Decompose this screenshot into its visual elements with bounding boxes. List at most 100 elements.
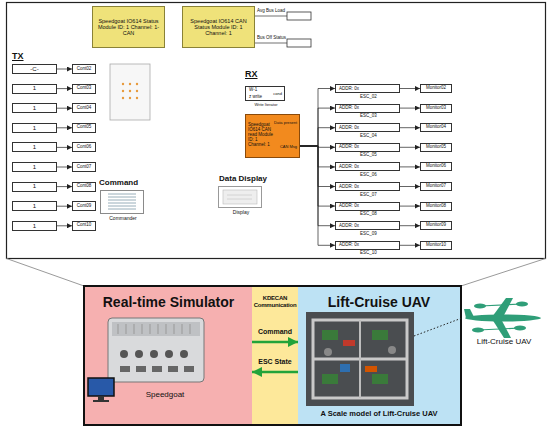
block-label: 1 [33, 144, 36, 151]
block-label: Monitor10 [426, 243, 446, 248]
write-iterator-block: W-1z writecondWrite Iterator [245, 86, 285, 101]
signal-line [400, 147, 420, 148]
block-label: 1 [33, 125, 36, 132]
caption-label: Lift-Cruise UAV [462, 338, 546, 347]
constant-block: 1 [12, 103, 57, 113]
signal-line [400, 166, 420, 167]
port-label: Bus Off Status [257, 36, 286, 41]
panel-title: Real-time Simulator [85, 295, 252, 310]
esc-decode-block: ADDR: 0xESC_10 [335, 241, 400, 250]
model-frame [7, 3, 546, 259]
esc-decode-block: ADDR: 0xESC_05 [335, 143, 400, 152]
block-label: ESC_08 [336, 212, 401, 217]
display-box [287, 12, 311, 20]
esc-decode-block: ADDR: 0xESC_06 [335, 162, 400, 171]
block-label: Speedgoat IO614 CAN read Module ID: 1 Ch… [248, 123, 275, 148]
communication-band: KDECAN Communication [252, 287, 298, 424]
block-label: Data Display [219, 175, 267, 184]
block-label: ESC_04 [336, 134, 401, 139]
block-label: Monitor07 [426, 184, 446, 189]
block-label: Commander [101, 216, 145, 222]
block-label: Monitor06 [426, 164, 446, 169]
display-icon [223, 190, 257, 204]
signal-line [400, 206, 420, 207]
signal-line [57, 108, 72, 109]
goto-block: Cont09 [72, 201, 96, 211]
block-label: ADDR: 0x [339, 126, 359, 131]
goto-block: Cont02 [72, 64, 96, 74]
goto-block: Cont08 [72, 182, 96, 192]
block-label: 1 [33, 85, 36, 92]
block-label: Cont06 [77, 145, 92, 150]
block-label: Speedgoat IO614 Status Module ID: 1 Chan… [95, 18, 162, 36]
goto-block: Cont04 [72, 103, 96, 113]
section-label: RX [245, 70, 258, 80]
simulator-panel: Real-time SimulatorSpeedgoat [85, 287, 252, 424]
display-block: Data DisplayDisplay [218, 186, 262, 208]
signal-line [400, 186, 420, 187]
goto-block: Cont10 [72, 221, 96, 231]
block-label: -C- [30, 66, 38, 73]
uav-panel: Lift-Cruise UAV A Scale model of Lift-Cru… [298, 287, 460, 424]
signal-line [400, 225, 420, 226]
zoom-line [461, 259, 546, 287]
section-label: TX [12, 52, 24, 62]
block-label: CAN Msg [280, 145, 297, 149]
signal-line [300, 128, 335, 146]
block-label: Monitor04 [426, 125, 446, 130]
block-label: ESC_02 [336, 95, 401, 100]
block-label: Monitor03 [426, 106, 446, 111]
constant-block: 1 [12, 182, 57, 192]
goto-block: Cont05 [72, 123, 96, 133]
block-label: ESC_03 [336, 114, 401, 119]
signal-line [57, 206, 72, 207]
constant-block: -C- [12, 64, 57, 74]
signal-line [400, 127, 420, 128]
block-label: Cont02 [77, 67, 92, 72]
esc-decode-block: ADDR: 0xESC_07 [335, 182, 400, 191]
signal-line [300, 146, 335, 226]
zoom-line [7, 259, 85, 287]
block-label: Cont04 [77, 106, 92, 111]
block-label: ESC_07 [336, 193, 401, 198]
display-box [287, 39, 311, 47]
status-block: Speedgoat IO614 Status Module ID: 1 Chan… [92, 6, 165, 48]
signal-line [300, 146, 335, 206]
can-status-block: Speedgoat IO614 CAN Status Module ID: 1 … [182, 6, 255, 48]
block-label: Display [219, 210, 263, 216]
signal-wire [255, 16, 287, 17]
block-label: 1 [33, 164, 36, 171]
block-label: Write Iterator [242, 103, 290, 107]
goto-block: Monitor03 [420, 104, 452, 113]
edge-label: ESC State [258, 358, 291, 366]
block-label: ADDR: 0x [339, 106, 359, 111]
signal-line [300, 89, 335, 147]
panel-title: Lift-Cruise UAV [298, 295, 460, 310]
goto-block: Monitor10 [420, 241, 452, 250]
signal-line [57, 88, 72, 89]
block-label: Monitor08 [426, 204, 446, 209]
signal-line [300, 146, 335, 147]
block-label: ADDR: 0x [339, 145, 359, 150]
esc-decode-block: ADDR: 0xESC_03 [335, 104, 400, 113]
signal-line [300, 146, 335, 187]
block-label: Cont05 [77, 125, 92, 130]
block-label: 1 [33, 223, 36, 230]
esc-decode-block: ADDR: 0xESC_04 [335, 123, 400, 132]
constant-block: 1 [12, 162, 57, 172]
signal-wire [255, 43, 287, 44]
block-label: 1 [33, 183, 36, 190]
data-arrow [252, 371, 298, 374]
block-label: A Scale model of Lift-Cruise UAV [298, 410, 460, 418]
block-label: Monitor02 [426, 86, 446, 91]
block-label: ESC_10 [336, 251, 401, 256]
goto-block: Monitor02 [420, 84, 452, 93]
block-label: ADDR: 0x [339, 204, 359, 209]
constant-block: 1 [12, 142, 57, 152]
signal-line [57, 225, 72, 226]
block-label: z write [249, 95, 262, 100]
data-arrow [252, 341, 298, 344]
can-read-block: Speedgoat IO614 CAN read Module ID: 1 Ch… [245, 114, 300, 158]
constant-block: 1 [12, 201, 57, 211]
